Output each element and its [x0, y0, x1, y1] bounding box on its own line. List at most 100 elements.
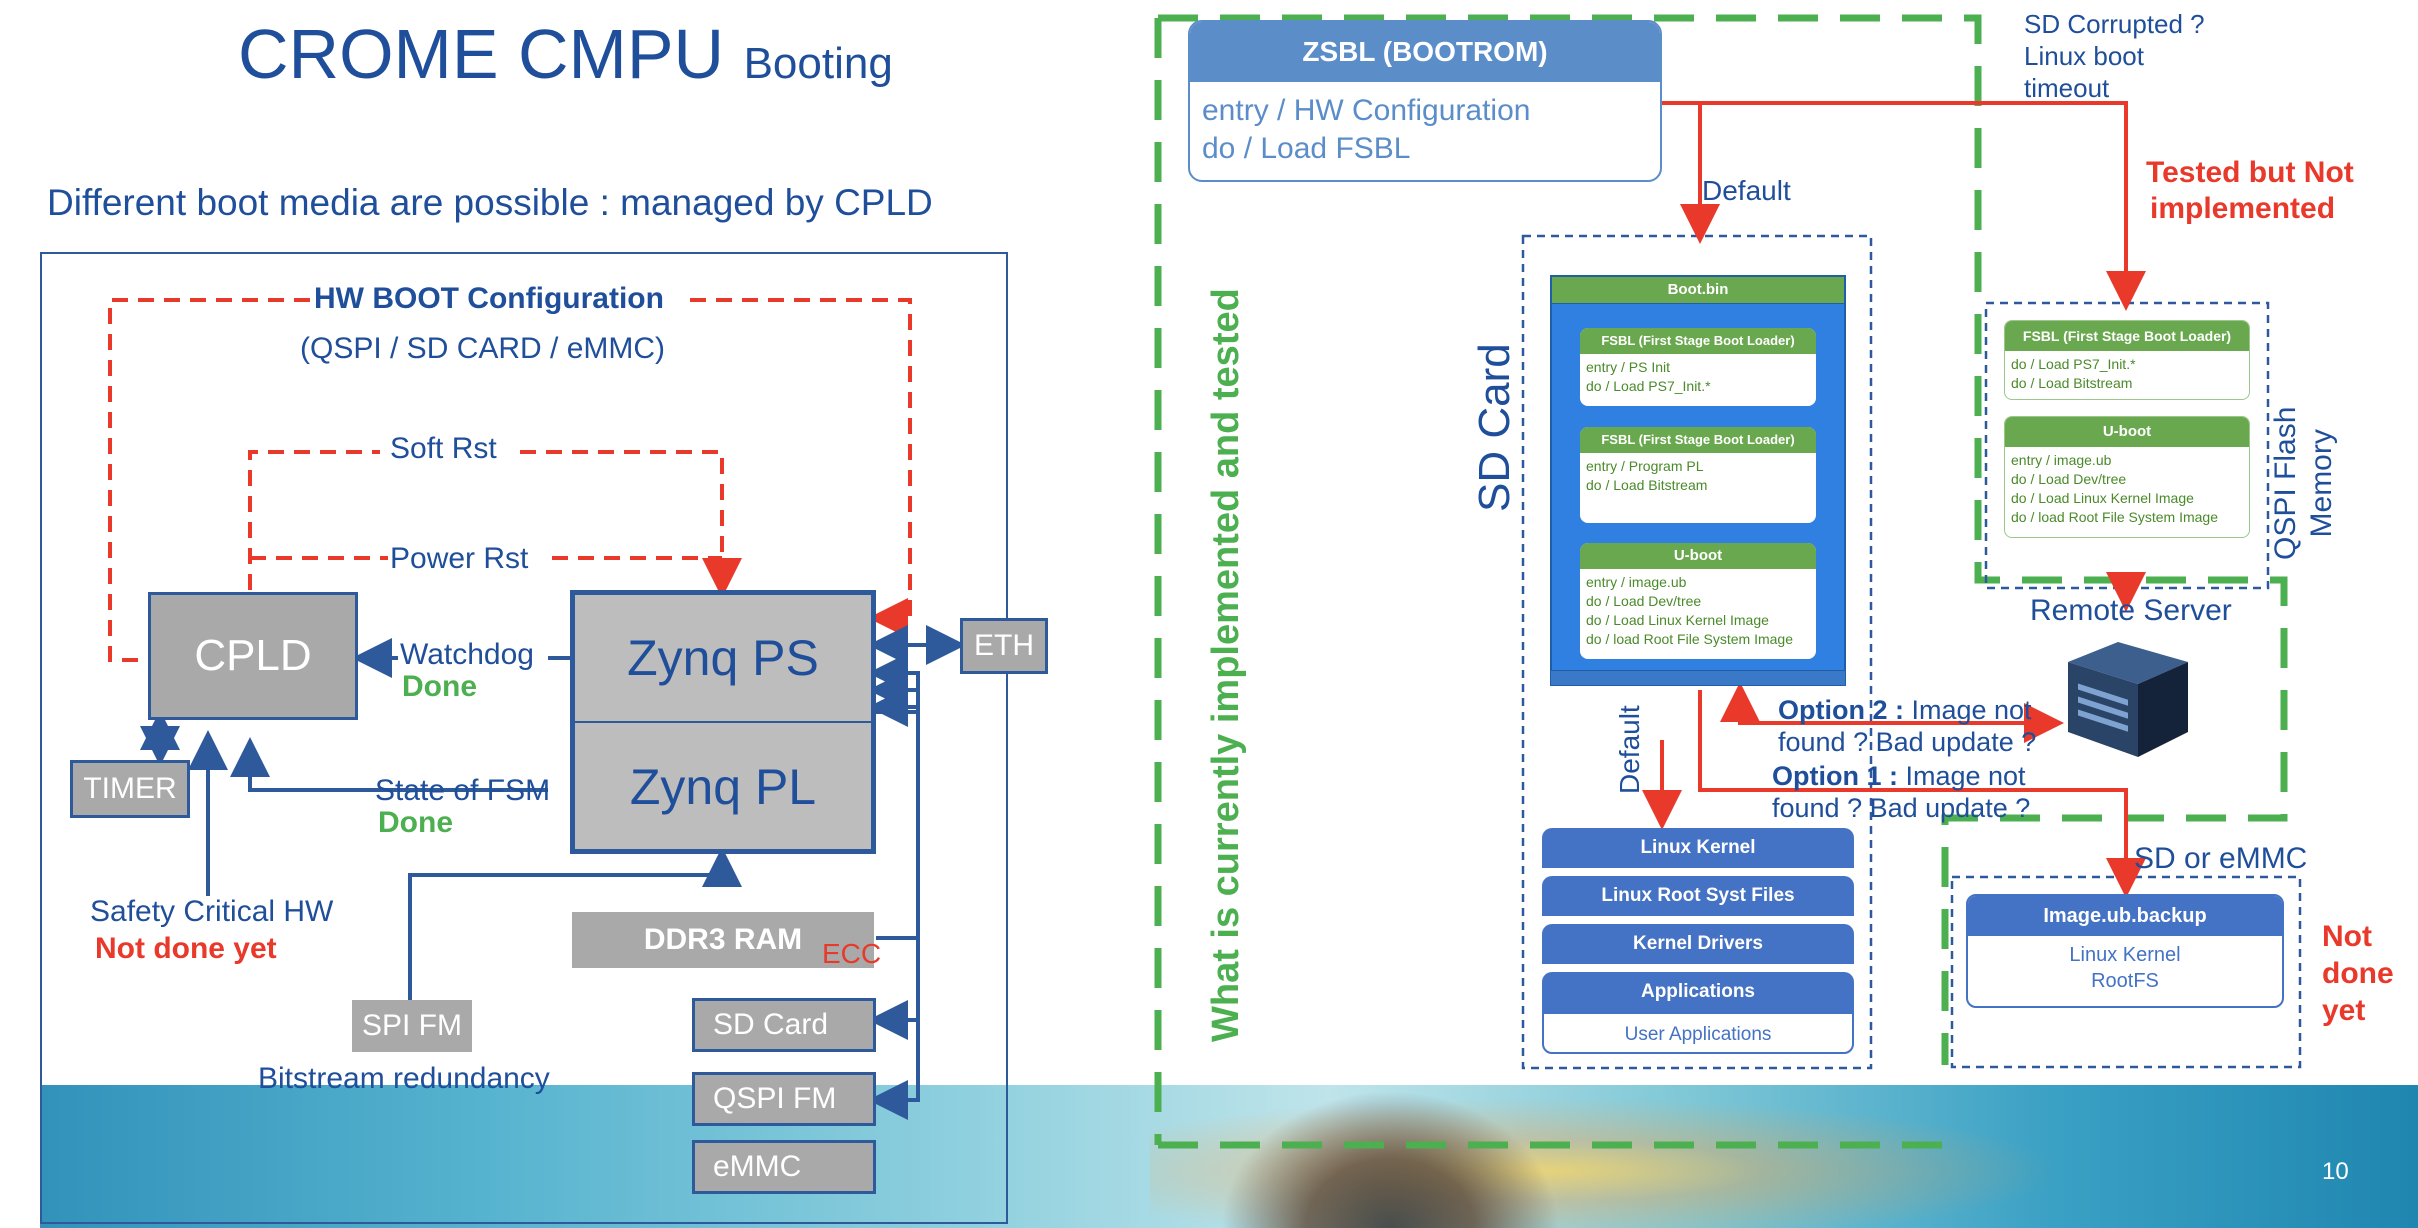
spi-fm-block: SPI FM [352, 1000, 472, 1052]
slide-subtitle: Different boot media are possible : mana… [47, 182, 933, 223]
state-fsm-status: Done [378, 806, 453, 839]
watchdog-status: Done [402, 670, 477, 703]
image-backup-state: Image.ub.backup Linux Kernel RootFS [1966, 894, 2284, 1008]
ddr3-label: DDR3 RAM [643, 923, 803, 956]
fsbl-1-title: FSBL (First Stage Boot Loader) [1580, 328, 1816, 354]
uboot-line-4: do / load Root File System Image [1586, 631, 1793, 647]
sd-card-label: SD Card [713, 1008, 829, 1041]
qspi-uboot-line-1: entry / image.ub [2011, 452, 2112, 468]
fsbl-state-2: FSBL (First Stage Boot Loader) entry / P… [1580, 427, 1816, 523]
option1-label: Option 1 : Image not found ? Bad update … [1772, 760, 2030, 824]
not-done-yet-label: Not done yet [2322, 918, 2394, 1029]
fsbl-state-1: FSBL (First Stage Boot Loader) entry / P… [1580, 328, 1816, 406]
state-fsm-label: State of FSM [375, 774, 551, 807]
remote-server-label: Remote Server [2030, 594, 2232, 627]
soft-rst-label: Soft Rst [390, 432, 497, 465]
qspi-fsbl-title: FSBL (First Stage Boot Loader) [2005, 321, 2249, 351]
timer-block: TIMER [70, 760, 190, 818]
sd-card-vertical-label: SD Card [1470, 343, 1519, 512]
sd-corrupted-label: SD Corrupted ? Linux boot timeout [2024, 8, 2205, 104]
option2-line2: found ? Bad update ? [1778, 727, 2037, 757]
power-rst-label: Power Rst [390, 542, 529, 575]
option2-label: Option 2 : Image not found ? Bad update … [1778, 694, 2036, 758]
not-done-line-1: Not [2322, 920, 2372, 953]
not-done-line-3: yet [2322, 994, 2366, 1027]
qspi-fsbl-state: FSBL (First Stage Boot Loader) do / Load… [2004, 320, 2250, 400]
fsbl-2-line-2: do / Load Bitstream [1586, 477, 1708, 493]
uboot-line-1: entry / image.ub [1586, 574, 1687, 590]
watchdog-label: Watchdog [400, 638, 534, 671]
title-main: CROME CMPU [238, 15, 725, 93]
user-apps-layer: User Applications [1542, 1012, 1854, 1054]
hw-boot-options-label: (QSPI / SD CARD / eMMC) [300, 332, 666, 365]
tested-line-2: implemented [2150, 192, 2336, 225]
boot-bin-footer [1550, 670, 1846, 686]
qspi-fm-label: QSPI FM [713, 1082, 837, 1115]
zynq-ps-block: Zynq PS [575, 595, 871, 723]
qspi-uboot-title: U-boot [2005, 417, 2249, 447]
server-icon [2068, 642, 2188, 757]
applications-layer: Applications [1542, 972, 1854, 1012]
zsbl-do: do / Load FSBL [1202, 132, 1411, 165]
fsbl-1-line-1: entry / PS Init [1586, 359, 1671, 375]
page-number: 10 [2322, 1158, 2349, 1185]
uboot-line-2: do / Load Dev/tree [1586, 593, 1702, 609]
option1-rest: Image not [1897, 761, 2026, 791]
fsbl-2-title: FSBL (First Stage Boot Loader) [1580, 427, 1816, 453]
qspi-uboot-line-2: do / Load Dev/tree [2011, 471, 2127, 487]
qspi-fsbl-line-2: do / Load Bitstream [2011, 375, 2133, 391]
qspi-fm-block: QSPI FM [692, 1072, 876, 1126]
option2-bold: Option 2 : [1778, 695, 1904, 725]
ecc-label: ECC [822, 938, 882, 969]
uboot-line-3: do / Load Linux Kernel Image [1586, 612, 1769, 628]
sd-corrupted-line-1: SD Corrupted ? [2024, 9, 2205, 39]
safety-status: Not done yet [95, 932, 277, 965]
sd-or-emmc-label: SD or eMMC [2134, 842, 2308, 875]
title-sub: Booting [743, 39, 893, 88]
qspi-flash-label: QSPI Flash Memory [2268, 407, 2340, 560]
emmc-block: eMMC [692, 1140, 876, 1194]
option2-rest: Image not [1903, 695, 2032, 725]
zsbl-title: ZSBL (BOOTROM) [1190, 22, 1660, 82]
qspi-uboot-line-3: do / Load Linux Kernel Image [2011, 490, 2194, 506]
option1-line2: found ? Bad update ? [1772, 793, 2031, 823]
linux-kernel-layer: Linux Kernel [1542, 828, 1854, 868]
backup-line-2: RootFS [2091, 970, 2159, 992]
eth-block: ETH [960, 618, 1048, 674]
not-done-line-2: done [2322, 957, 2394, 990]
zsbl-entry: entry / HW Configuration [1202, 94, 1531, 127]
default-label-top: Default [1702, 175, 1791, 206]
kernel-drivers-layer: Kernel Drivers [1542, 924, 1854, 964]
linux-root-layer: Linux Root Syst Files [1542, 876, 1854, 916]
sd-corrupted-line-3: timeout [2024, 73, 2110, 103]
footer-decoration-dark [1220, 1090, 1560, 1228]
uboot-title: U-boot [1580, 543, 1816, 569]
fsbl-2-line-1: entry / Program PL [1586, 458, 1704, 474]
vertical-implemented-label: What is currently implemented and tested [1205, 288, 1247, 1042]
hw-boot-config-label: HW BOOT Configuration [314, 282, 664, 315]
uboot-state: U-boot entry / image.ub do / Load Dev/tr… [1580, 543, 1816, 659]
qspi-flash-line-1: QSPI Flash [2269, 406, 2302, 560]
zynq-pl-block: Zynq PL [575, 725, 871, 849]
backup-title: Image.ub.backup [1968, 896, 2282, 936]
boot-bin-title: Boot.bin [1552, 277, 1844, 304]
ddr3-block: DDR3 RAM [572, 912, 874, 968]
bitstream-label: Bitstream redundancy [258, 1062, 550, 1095]
qspi-flash-line-2: Memory [2305, 429, 2338, 538]
sd-card-block: SD Card [692, 998, 876, 1052]
cpld-block: CPLD [148, 592, 358, 720]
qspi-uboot-state: U-boot entry / image.ub do / Load Dev/tr… [2004, 416, 2250, 538]
qspi-uboot-line-4: do / load Root File System Image [2011, 509, 2218, 525]
backup-line-1: Linux Kernel [2069, 944, 2181, 966]
emmc-label: eMMC [713, 1150, 802, 1183]
fsbl-1-line-2: do / Load PS7_Init.* [1586, 378, 1711, 394]
sd-corrupted-line-2: Linux boot [2024, 41, 2144, 71]
qspi-fsbl-line-1: do / Load PS7_Init.* [2011, 356, 2136, 372]
slide-title: CROME CMPU Booting [238, 14, 893, 94]
zsbl-state: ZSBL (BOOTROM) entry / HW Configuration … [1188, 20, 1662, 182]
safety-hw-label: Safety Critical HW [90, 895, 334, 928]
option1-bold: Option 1 : [1772, 761, 1898, 791]
